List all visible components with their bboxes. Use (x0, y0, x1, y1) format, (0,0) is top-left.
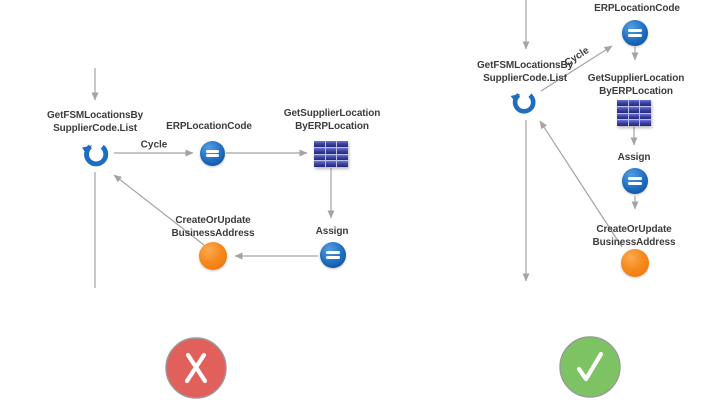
equals-icon (200, 141, 225, 166)
equals-icon (622, 20, 648, 46)
node-label-erplocationcode-right: ERPLocationCode (594, 3, 680, 14)
node-label-getsupplierlocation-right: GetSupplierLocation ByERPLocation (587, 73, 685, 97)
edge-create-back-to-loop-right (539, 120, 623, 248)
edge-label-cycle-left: Cycle (140, 139, 168, 151)
node-label-getsupplierlocation-left: GetSupplierLocation ByERPLocation (283, 108, 381, 132)
x-circle-icon (165, 337, 227, 399)
loop-icon (79, 137, 113, 171)
node-label-getfsmlocations-right: GetFSMLocationsBy SupplierCode.List (476, 60, 574, 84)
loop-icon (508, 86, 540, 118)
equals-icon (320, 242, 346, 268)
edge-create-back-to-loop-left (113, 174, 205, 246)
node-label-createorupdate-left: CreateOrUpdate BusinessAddress (171, 215, 255, 239)
grid-table-icon (314, 141, 348, 167)
node-label-createorupdate-right: CreateOrUpdate BusinessAddress (592, 224, 676, 248)
grid-table-icon (617, 100, 651, 126)
node-label-assign-right: Assign (617, 152, 651, 163)
action-circle-icon (199, 242, 227, 270)
node-label-erplocationcode-left: ERPLocationCode (166, 121, 252, 132)
edge-loop-to-erp-right (540, 45, 613, 92)
node-label-getfsmlocations-left: GetFSMLocationsBy SupplierCode.List (46, 110, 144, 134)
action-circle-icon (621, 249, 649, 277)
node-label-assign-left: Assign (315, 226, 349, 237)
equals-icon (622, 168, 648, 194)
check-circle-icon (559, 336, 621, 398)
